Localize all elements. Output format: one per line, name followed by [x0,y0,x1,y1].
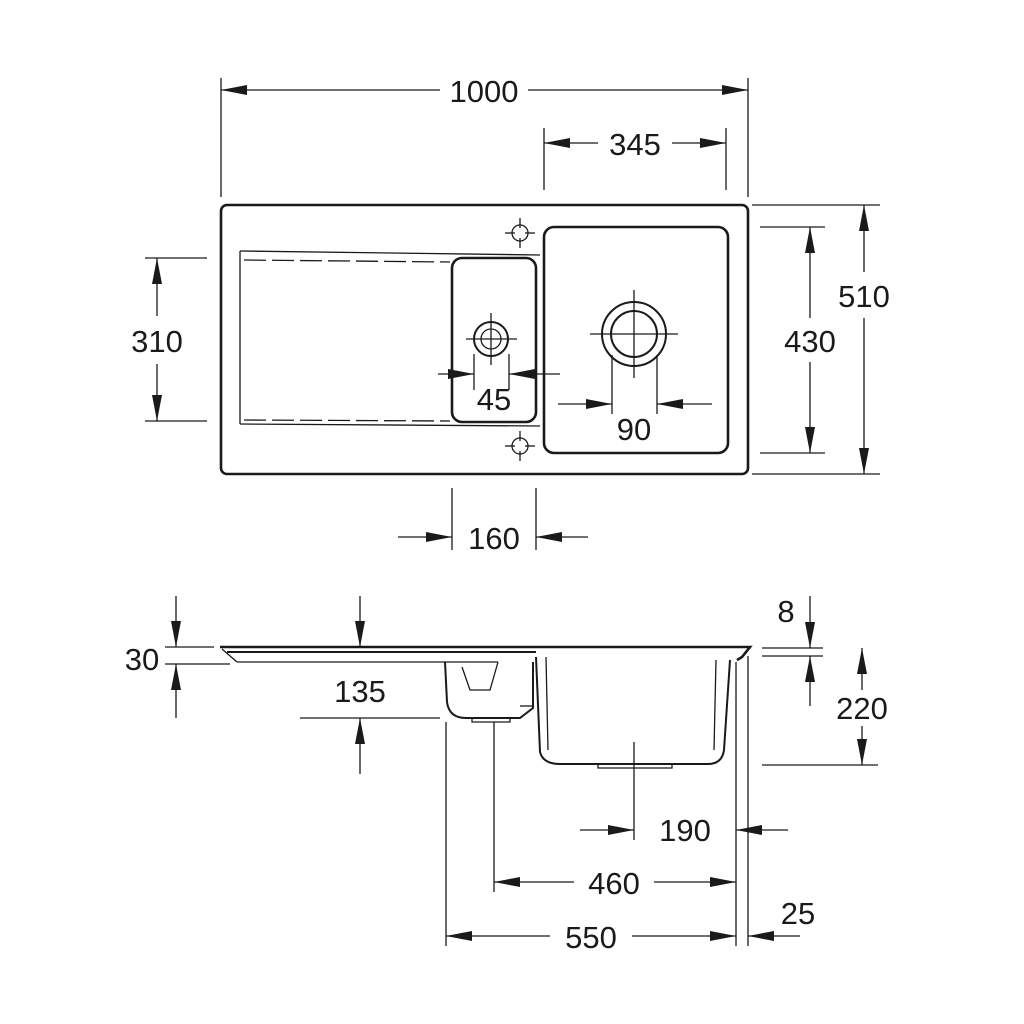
dim-overall-depth: 510 [752,204,890,475]
dim-main-bowl-depth: 430 [760,226,836,454]
dim-small-bowl-depth: 135 [300,596,440,774]
dim-label: 345 [609,127,661,162]
dim-main-waste-offset: 90 [558,399,712,447]
small-bowl [450,256,538,424]
tap-hole-icon [504,217,536,249]
dim-label: 190 [659,813,711,848]
dim-label: 25 [781,896,815,931]
dim-main-bowl-depth: 220 [762,648,888,766]
dim-main-waste-offset-side: 190 [580,813,788,848]
dim-label: 510 [838,279,890,314]
dim-bowls-width: 550 [446,920,736,955]
dim-label: 220 [836,691,888,726]
dim-rim-top: 8 [762,594,823,706]
dim-main-bowl-width: 345 [543,127,727,190]
sink-profile [220,645,753,769]
dim-waste-distance: 460 [494,866,736,901]
dim-label: 135 [334,674,386,709]
small-waste [466,313,517,390]
main-bowl [542,225,730,455]
main-waste [590,290,678,414]
side-view: 30 135 8 220 [125,594,888,955]
drainer-area [239,250,541,427]
dim-label: 460 [588,866,640,901]
dim-label: 45 [477,382,511,417]
dim-label: 30 [125,642,159,677]
dim-label: 8 [777,594,794,629]
sink-outline [219,203,750,476]
dim-label: 430 [784,324,836,359]
dim-drainer-depth: 310 [131,257,207,422]
dim-label: 310 [131,324,183,359]
dim-label: 90 [617,412,651,447]
dim-label: 1000 [450,74,519,109]
dim-small-waste-offset: 45 [438,369,560,417]
dim-rim-thickness: 30 [125,596,230,718]
top-view: 1000 345 510 [131,74,890,556]
dim-label: 550 [565,920,617,955]
dim-small-bowl-width: 160 [398,488,588,556]
dim-label: 160 [468,521,520,556]
overflow-hole-icon [504,430,536,462]
dim-overall-width: 1000 [220,74,749,197]
dim-end-overhang: 25 [748,896,815,941]
